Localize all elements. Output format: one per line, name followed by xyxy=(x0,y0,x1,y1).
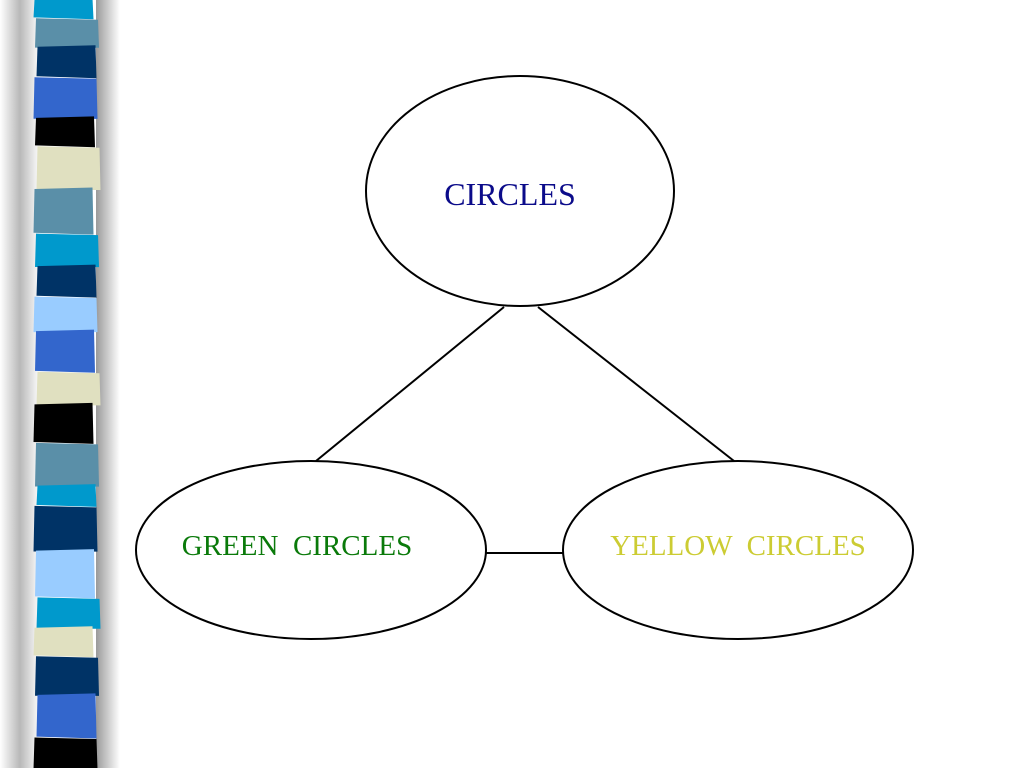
border-stripe xyxy=(33,626,94,658)
decorative-border-strip xyxy=(0,0,120,768)
node-circles-label: CIRCLES xyxy=(444,176,576,212)
node-green-circles: GREEN CIRCLES xyxy=(135,460,487,640)
border-stripe xyxy=(36,371,101,406)
node-yellow-circles-ellipse xyxy=(562,460,914,640)
border-stripe xyxy=(35,549,95,599)
edge-top-right xyxy=(537,306,735,462)
border-stripe xyxy=(35,442,99,487)
border-stripe xyxy=(35,18,99,48)
node-circles: CIRCLES xyxy=(365,75,675,307)
border-stripe xyxy=(33,737,98,768)
stripe-group xyxy=(33,0,101,768)
border-stripe xyxy=(35,329,95,373)
border-stripe xyxy=(36,484,97,507)
border-stripe xyxy=(35,656,99,696)
border-stripe xyxy=(36,146,101,190)
border-stripe xyxy=(33,0,94,20)
border-stripe xyxy=(33,187,94,235)
border-stripe xyxy=(36,264,97,298)
border-stripe xyxy=(36,693,97,739)
border-stripe xyxy=(33,505,98,552)
edge-top-left xyxy=(315,306,505,462)
node-green-circles-label: GREEN CIRCLES xyxy=(182,530,412,562)
node-yellow-circles: YELLOW CIRCLES xyxy=(562,460,914,640)
node-circles-ellipse xyxy=(365,75,675,307)
border-stripe xyxy=(35,116,95,148)
border-stripe xyxy=(35,233,99,268)
border-stripe xyxy=(33,77,98,119)
node-green-circles-ellipse xyxy=(135,460,487,640)
border-stripe xyxy=(36,597,101,629)
border-stripe xyxy=(36,45,97,79)
border-stripe xyxy=(33,296,98,333)
node-yellow-circles-label: YELLOW CIRCLES xyxy=(610,530,866,562)
border-stripe xyxy=(33,402,94,444)
